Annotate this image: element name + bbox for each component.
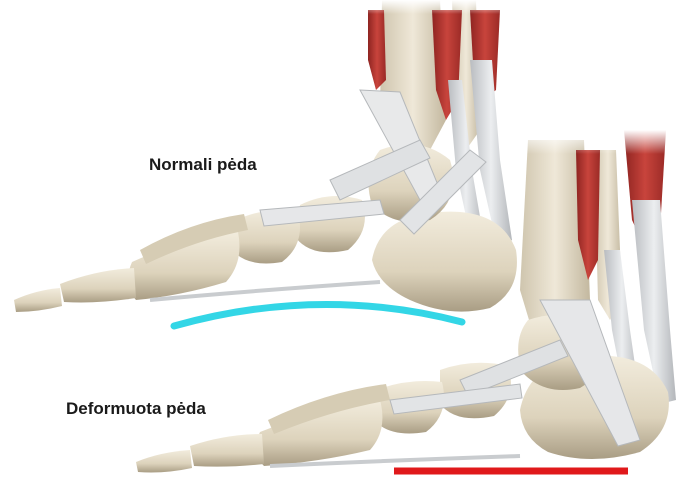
deformed-foot-label: Deformuota pėda bbox=[66, 399, 206, 419]
normal-toe-phalanx-1 bbox=[60, 268, 136, 303]
normal-arch-line bbox=[174, 304, 462, 326]
normal-toe-phalanx-2 bbox=[14, 288, 62, 312]
normal-foot bbox=[14, 0, 517, 312]
normal-foot-label: Normali pėda bbox=[149, 155, 257, 175]
normal-muscle-front bbox=[368, 10, 386, 90]
deformed-toe-phalanx-1 bbox=[190, 434, 264, 467]
deformed-toe-phalanx-2 bbox=[136, 450, 192, 473]
normal-calcaneus bbox=[372, 212, 517, 312]
